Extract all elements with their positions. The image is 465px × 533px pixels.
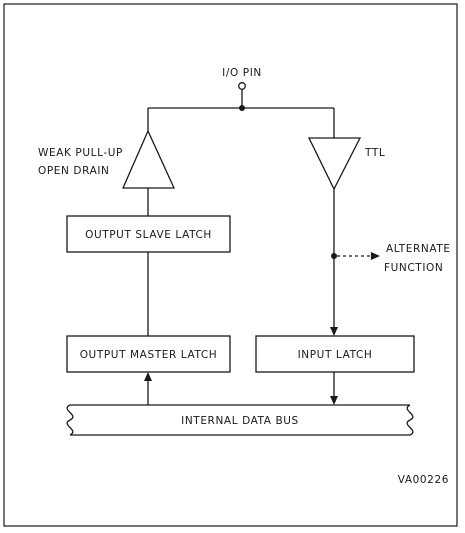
output-slave-latch-label: OUTPUT SLAVE LATCH bbox=[85, 229, 212, 241]
weak-pullup-label: WEAK PULL-UP bbox=[38, 147, 123, 159]
output-master-latch-box bbox=[66, 335, 231, 373]
open-drain-label: OPEN DRAIN bbox=[38, 165, 110, 177]
output-slave-latch-box bbox=[66, 215, 231, 253]
ttl-input-buffer bbox=[307, 137, 362, 191]
alternate-function-arrowhead bbox=[371, 252, 380, 260]
data-bus-right-break bbox=[406, 404, 414, 436]
alternate-label-line1: ALTERNATE bbox=[386, 243, 451, 255]
io-pin-terminal bbox=[238, 82, 246, 90]
data-bus-left-break bbox=[66, 404, 74, 436]
io-pin-label: I/O PIN bbox=[222, 67, 262, 79]
output-master-latch-label: OUTPUT MASTER LATCH bbox=[80, 349, 218, 361]
ttl-to-input-latch-arrowhead bbox=[330, 327, 338, 336]
internal-data-bus-label: INTERNAL DATA BUS bbox=[181, 415, 299, 427]
input-latch-label: INPUT LATCH bbox=[298, 349, 373, 361]
input-latch-to-bus-arrowhead bbox=[330, 396, 338, 405]
output-driver-buffer bbox=[122, 129, 176, 189]
input-latch-box bbox=[255, 335, 415, 373]
io-junction-dot bbox=[239, 105, 245, 111]
bus-to-master-arrowhead bbox=[144, 372, 152, 381]
ttl-label: TTL bbox=[364, 147, 385, 159]
alternate-junction-dot bbox=[331, 253, 337, 259]
alternate-label-line2: FUNCTION bbox=[384, 262, 443, 274]
figure-border bbox=[3, 3, 458, 527]
figure-code: VA00226 bbox=[398, 474, 449, 486]
